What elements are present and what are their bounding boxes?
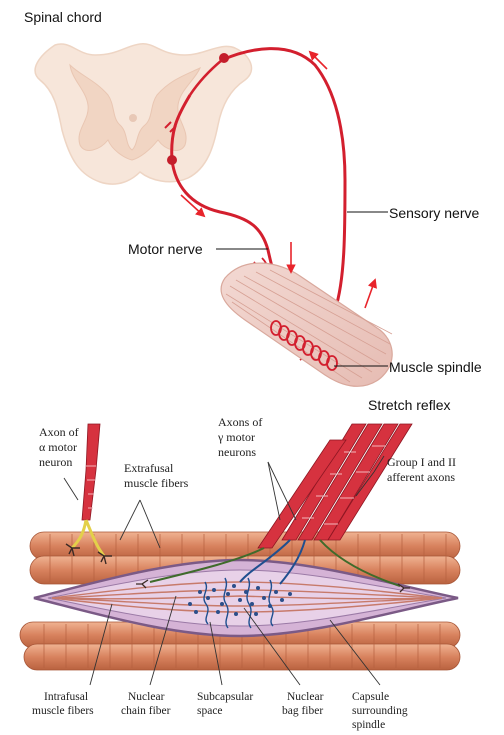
extrafusal-label-1: Extrafusal: [124, 461, 174, 475]
gamma-axon-label-1: Axons of: [218, 415, 262, 429]
capsule-label-3: spindle: [352, 719, 385, 731]
intrafusal-label-2: muscle fibers: [32, 705, 94, 717]
nuclear-bag-label-1: Nuclear: [287, 691, 324, 703]
spinal-cord-title: Spinal chord: [24, 9, 102, 25]
muscle-body: [221, 263, 392, 386]
gamma-axon-label-2: γ motor: [217, 430, 255, 444]
spinal-cord-section: [35, 44, 251, 184]
muscle-spindle-label: Muscle spindle: [389, 359, 482, 375]
subcapsular-label-1: Subcapsular: [197, 691, 253, 703]
muscle: [221, 263, 392, 386]
capsule-label-1: Capsule: [352, 691, 389, 703]
alpha-axon-label-1: Axon of: [39, 425, 79, 439]
arrow-up-right: [310, 52, 327, 69]
stretch-reflex-caption: Stretch reflex: [368, 397, 450, 413]
bottom-panel: Axon of α motor neuron Extrafusal muscle…: [20, 415, 460, 731]
gamma-axon-label-3: neurons: [218, 445, 256, 459]
top-panel: Spinal chord: [24, 9, 482, 413]
nuclear-chain-label-2: chain fiber: [121, 705, 171, 717]
central-canal: [129, 114, 137, 122]
sensory-nerve-label: Sensory nerve: [389, 205, 479, 221]
motor-nerve-label: Motor nerve: [128, 241, 203, 257]
nuclear-chain-label-1: Nuclear: [128, 691, 165, 703]
capsule-label-2: surrounding: [352, 705, 408, 717]
motor-neuron-cell-body: [167, 155, 177, 165]
nuclear-bag-label-2: bag fiber: [282, 705, 323, 717]
extrafusal-label-2: muscle fibers: [124, 476, 189, 490]
group-afferent-label-2: afferent axons: [387, 470, 455, 484]
spinal-cord-outline: [35, 44, 251, 184]
group-afferent-label-1: Group I and II: [387, 455, 456, 469]
sensory-neuron-cell-body: [219, 53, 229, 63]
alpha-axon-label-2: α motor: [39, 440, 77, 454]
arrow-up: [365, 280, 375, 308]
subcapsular-label-2: space: [197, 705, 223, 717]
alpha-axon-label-3: neuron: [39, 455, 72, 469]
intrafusal-label-1: Intrafusal: [44, 691, 88, 703]
